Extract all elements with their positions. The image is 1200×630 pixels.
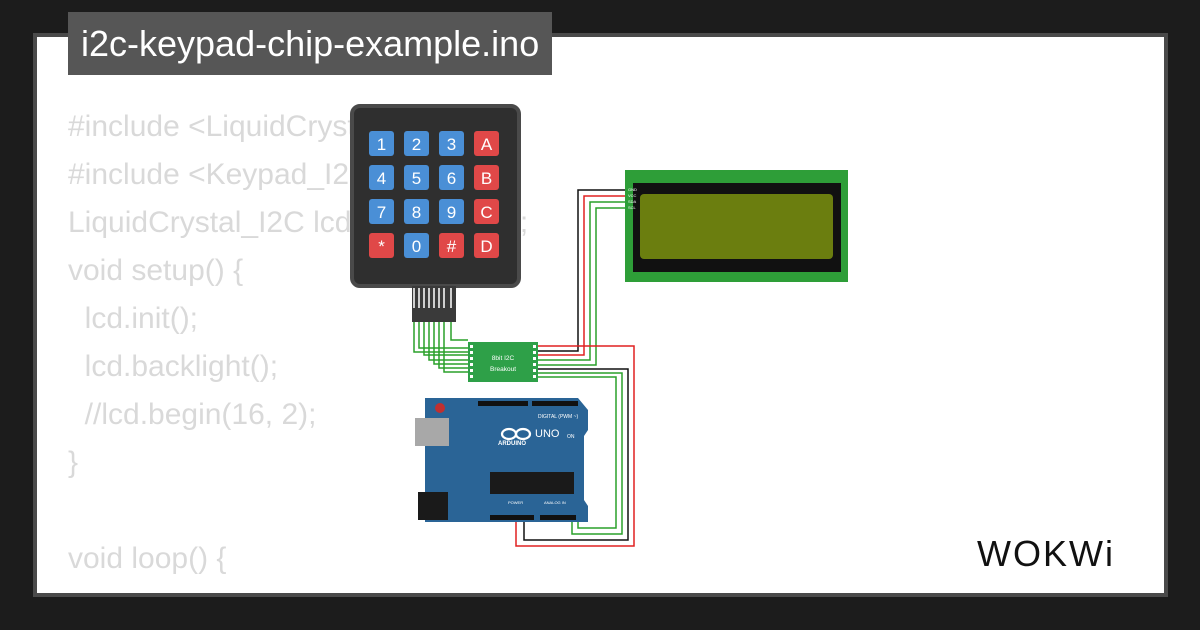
keypad-key-label: 3 (447, 135, 456, 154)
wire-keypad-c3 (443, 322, 468, 373)
wire-keypad-r4 (428, 322, 468, 361)
power-label: POWER (508, 500, 523, 505)
power-header (490, 515, 534, 520)
lcd-pin-scl: SCL (628, 205, 637, 210)
wire-lcd-vcc (538, 195, 630, 356)
keypad-key[interactable]: 7 (369, 199, 394, 224)
keypad-key-label: B (481, 169, 492, 188)
usb-port (415, 418, 449, 446)
keypad-key[interactable]: 5 (404, 165, 429, 190)
keypad-key-label: A (481, 135, 493, 154)
wire-keypad-r3 (423, 322, 468, 356)
wire-lcd-sda (538, 201, 630, 361)
arduino-brand: ARDUINO (498, 441, 526, 447)
keypad-key[interactable]: # (439, 233, 464, 258)
wire-keypad-c4 (450, 322, 468, 341)
analog-header (540, 515, 576, 520)
keypad-key[interactable]: A (474, 131, 499, 156)
wire-lcd-scl (538, 207, 630, 366)
code-line: void loop() { (68, 542, 227, 575)
wokwi-logo: WOKWi (977, 533, 1115, 574)
lcd-pin-vcc: VCC (628, 193, 637, 198)
keypad-key-label: * (378, 237, 385, 256)
wire-5v (515, 345, 635, 547)
keypad-key-label: # (447, 237, 457, 256)
sketch-title: i2c-keypad-chip-example.ino (68, 12, 553, 75)
wire-keypad-r1 (413, 322, 468, 353)
keypad-key[interactable]: C (474, 199, 499, 224)
wire-a4-sda (538, 372, 623, 535)
code-line: lcd.setCursor(0,0); (68, 583, 528, 593)
keypad-key[interactable]: 2 (404, 131, 429, 156)
keypad-key[interactable]: 8 (404, 199, 429, 224)
keypad-key-label: 4 (377, 169, 386, 188)
keypad-key-label: 0 (412, 237, 421, 256)
keypad-key[interactable]: * (369, 233, 394, 258)
code-line: lcd.backlight(); (68, 350, 279, 383)
digital-label: DIGITAL (PWM ~) (538, 414, 578, 420)
wire-lcd-gnd (538, 189, 630, 352)
wire-a5-scl (538, 376, 617, 529)
keypad-key[interactable]: 6 (439, 165, 464, 190)
keypad-key-label: D (480, 237, 492, 256)
code-line: } (68, 446, 79, 479)
keypad-key[interactable]: 9 (439, 199, 464, 224)
lcd-pin-labels: GND VCC SDA SCL (628, 187, 637, 210)
lcd-pin-gnd: GND (628, 187, 637, 192)
keypad-key-label: 7 (377, 203, 386, 222)
wokwi-logo-text: WOKWi (977, 533, 1115, 574)
keypad-key-label: 8 (412, 203, 421, 222)
digital-header-1 (478, 401, 528, 406)
code-line: void setup() { (68, 254, 244, 287)
keypad-key-label: 5 (412, 169, 421, 188)
arduino-uno[interactable]: DIGITAL (PWM ~) ARDUINO UNO ON POWER ANA… (415, 398, 588, 522)
wires (413, 189, 635, 547)
arduino-on-label: ON (567, 434, 575, 440)
keypad-key[interactable]: D (474, 233, 499, 258)
arduino-infinity-logo (500, 427, 532, 441)
digital-header-2 (532, 401, 578, 406)
keypad-key-label: 6 (447, 169, 456, 188)
lcd-2004-i2c[interactable]: GND VCC SDA SCL (625, 170, 848, 282)
wire-keypad-r2 (418, 322, 468, 349)
power-jack (418, 492, 448, 520)
i2c-breakout-chip[interactable]: 8bit I2C Breakout (468, 342, 538, 382)
code-line: lcd.init(); (68, 302, 199, 335)
wire-keypad-c1 (433, 322, 468, 365)
keypad-key-label: 2 (412, 135, 421, 154)
keypad-key[interactable]: B (474, 165, 499, 190)
arduino-model: UNO (535, 428, 560, 440)
keypad-key-label: 9 (447, 203, 456, 222)
keypad-key[interactable]: 1 (369, 131, 394, 156)
keypad-key[interactable]: 0 (404, 233, 429, 258)
keypad-key-label: 1 (377, 135, 386, 154)
keypad-key[interactable]: 3 (439, 131, 464, 156)
wire-keypad-c2 (438, 322, 468, 369)
lcd-pin-sda: SDA (628, 199, 637, 204)
keypad-key[interactable]: 4 (369, 165, 394, 190)
code-line: //lcd.begin(16, 2); (68, 398, 317, 431)
analog-label: ANALOG IN (544, 500, 566, 505)
keypad-key-label: C (480, 203, 492, 222)
breakout-label-2: Breakout (490, 366, 516, 373)
breakout-label-1: 8bit I2C (492, 355, 515, 362)
reset-button (435, 403, 445, 413)
atmega-chip (490, 472, 574, 494)
wire-gnd (523, 368, 629, 541)
membrane-keypad[interactable]: 1 2 3 A 4 5 6 B 7 8 9 C * 0 # D (350, 104, 521, 322)
